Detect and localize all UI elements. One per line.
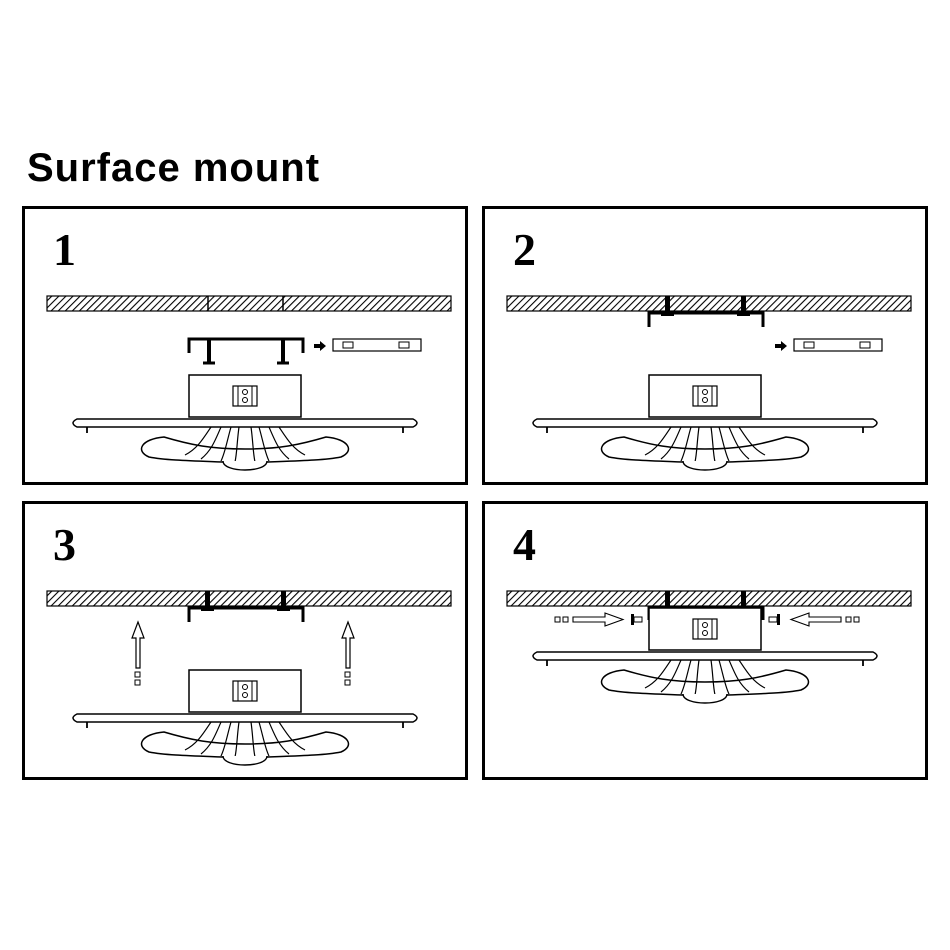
step-panel-2: 2 xyxy=(482,206,928,485)
ceiling xyxy=(506,295,912,312)
step-number: 2 xyxy=(513,224,536,275)
step-number: 4 xyxy=(513,519,536,570)
arrow-icon xyxy=(314,341,326,351)
step-panel-3: 3 xyxy=(22,501,468,780)
step-4-illustration xyxy=(506,590,912,704)
up-arrow-left-icon xyxy=(131,620,145,686)
page-title: Surface mount xyxy=(27,146,321,190)
step-3-illustration xyxy=(46,590,452,766)
step-1-illustration xyxy=(46,295,452,471)
mounting-bracket-fixed xyxy=(187,591,305,622)
screw-in-arrow-right-icon xyxy=(768,612,860,627)
step-2-illustration xyxy=(506,295,912,471)
up-arrow-right-icon xyxy=(341,620,355,686)
screw-in-arrow-left-icon xyxy=(554,612,643,627)
luminaire xyxy=(532,374,878,471)
step-number: 3 xyxy=(53,519,76,570)
step-panel-4: 4 xyxy=(482,501,928,780)
luminaire xyxy=(72,374,418,471)
ceiling xyxy=(506,590,912,607)
step-number: 1 xyxy=(53,224,76,275)
luminaire xyxy=(72,669,418,766)
mounting-bracket xyxy=(187,337,305,365)
screw-strip xyxy=(332,338,422,352)
ceiling xyxy=(46,295,452,312)
screw-strip xyxy=(793,338,883,352)
arrow-icon xyxy=(775,341,787,351)
step-panel-1: 1 xyxy=(22,206,468,485)
mounting-bracket-fixed xyxy=(647,296,765,327)
ceiling xyxy=(46,590,452,607)
